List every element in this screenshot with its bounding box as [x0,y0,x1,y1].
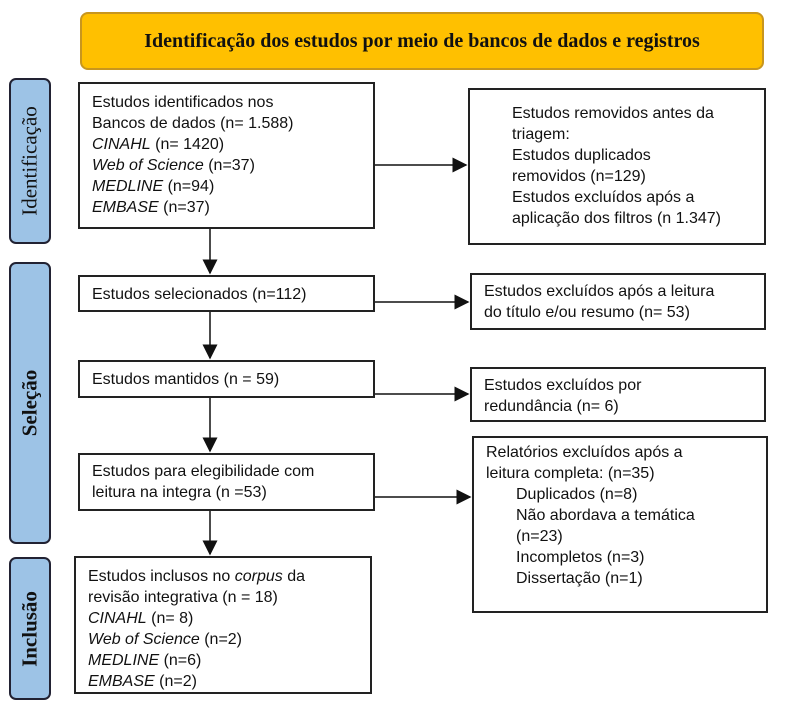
db-row: CINAHL (n= 8) [88,608,358,629]
db-row: MEDLINE (n=6) [88,650,358,671]
box-excluded-redundancy: Estudos excluídos por redundância (n= 6) [470,367,766,422]
db-row: MEDLINE (n=94) [92,176,361,197]
text-line: revisão integrativa (n = 18) [88,589,278,606]
db-name: CINAHL [92,136,151,153]
db-count: (n=94) [163,178,215,195]
phase-label: Identificação [17,106,42,216]
text-line: Estudos removidos antes da [512,105,714,122]
exclusion-item: Incompletos (n=3) [516,549,645,566]
db-count: (n=37) [203,157,255,174]
db-name: EMBASE [92,199,159,216]
db-count: (n=2) [154,673,197,690]
db-count: (n=37) [158,199,210,216]
db-name: EMBASE [88,673,155,690]
text-line: Estudos para elegibilidade com [92,463,315,480]
db-name: MEDLINE [88,652,160,669]
text-line: Estudos excluídos por [484,377,642,394]
text-line: aplicação dos filtros (n 1.347) [512,210,721,227]
exclusion-item: Não abordava a temática [516,507,695,524]
text-line: Estudos duplicados [512,147,651,164]
db-row: EMBASE (n=37) [92,197,361,218]
phase-identificacao: Identificação [9,78,51,244]
text-part: Estudos inclusos no [88,568,235,585]
box-eligibility: Estudos para elegibilidade com leitura n… [78,453,375,511]
phase-label: Seleção [17,369,42,437]
db-name: CINAHL [88,610,147,627]
text-line: Bancos de dados (n= 1.588) [92,115,294,132]
phase-inclusao: Inclusão [9,557,51,700]
db-name: Web of Science [92,157,204,174]
box-removed: Estudos removidos antes da triagem: Estu… [468,88,766,245]
db-name: MEDLINE [92,178,164,195]
header-title: Identificação dos estudos por meio de ba… [144,29,700,52]
text-line: Estudos excluídos após a leitura [484,283,715,300]
text-part: da [282,568,306,585]
db-count: (n= 1420) [150,136,225,153]
phase-selecao: Seleção [9,262,51,544]
db-name: Web of Science [88,631,200,648]
exclusion-item: Duplicados (n=8) [516,486,638,503]
db-row: Web of Science (n=2) [88,629,358,650]
text-line: Relatórios excluídos após a [486,444,683,461]
db-row: CINAHL (n= 1420) [92,134,361,155]
box-reports-excluded: Relatórios excluídos após a leitura comp… [472,436,768,613]
phase-label: Inclusão [17,590,42,667]
db-count: (n=6) [159,652,202,669]
box-excluded-title: Estudos excluídos após a leitura do títu… [470,273,766,330]
box-identified: Estudos identificados nos Bancos de dado… [78,82,375,229]
exclusion-item: Dissertação (n=1) [516,570,643,587]
db-count: (n=2) [199,631,243,648]
text-line: Estudos selecionados (n=112) [92,286,307,303]
text-line: triagem: [512,126,570,143]
text-part: corpus [234,568,283,585]
text-line: do título e/ou resumo (n= 53) [484,304,690,321]
db-row: Web of Science (n=37) [92,155,361,176]
text-line: Estudos excluídos após a [512,189,695,206]
db-count: (n= 8) [146,610,194,627]
box-included: Estudos inclusos no corpus da revisão in… [74,556,372,694]
text-line: removidos (n=129) [512,168,646,185]
text-line: leitura completa: (n=35) [486,465,655,482]
header-banner: Identificação dos estudos por meio de ba… [80,12,764,70]
exclusion-item: (n=23) [516,528,563,545]
box-kept: Estudos mantidos (n = 59) [78,360,375,398]
text-line: Estudos mantidos (n = 59) [92,371,280,388]
box-selected: Estudos selecionados (n=112) [78,275,375,312]
text-line: Estudos identificados nos [92,94,274,111]
db-row: EMBASE (n=2) [88,671,358,692]
text-line: redundância (n= 6) [484,398,619,415]
text-line: leitura na integra (n =53) [92,484,267,501]
text-line: Estudos inclusos no corpus da [88,566,358,587]
